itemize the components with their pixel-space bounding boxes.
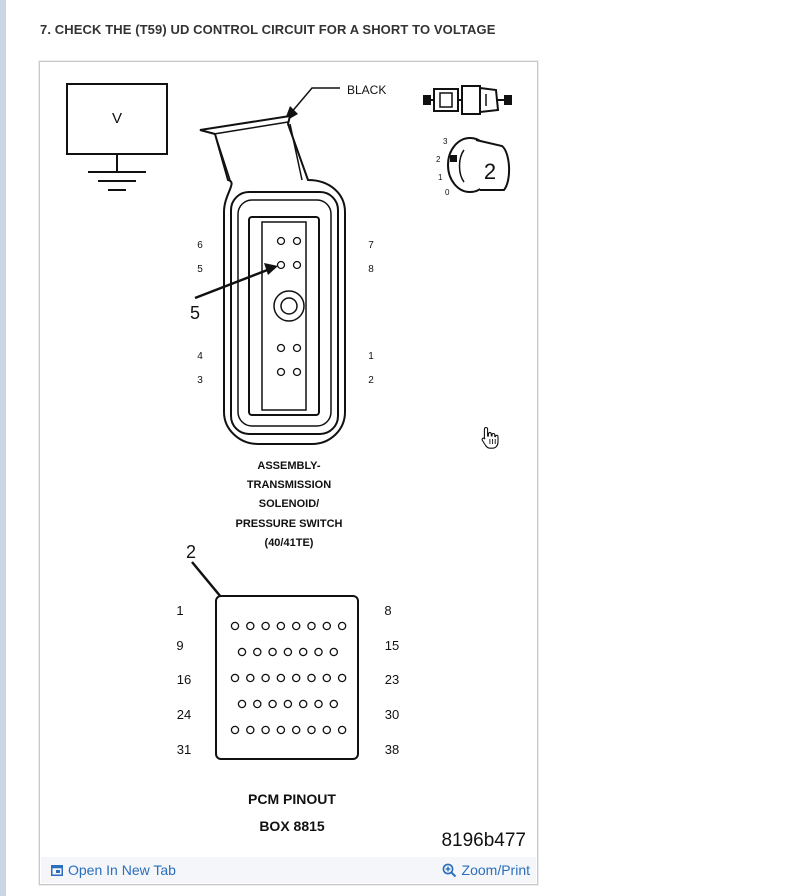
- connector-name: TRANSMISSION: [247, 479, 331, 491]
- hand-cursor-icon: [481, 426, 499, 449]
- pcm-row-label: 15: [385, 638, 399, 653]
- open-tab-icon: [51, 864, 63, 876]
- pin-callout: 5: [190, 303, 200, 323]
- connector-name: SOLENOID/: [259, 498, 320, 510]
- pin-label: 7: [368, 240, 374, 251]
- pcm-pin: [291, 725, 301, 735]
- connector-icon: [423, 85, 512, 115]
- pcm-pin: [307, 621, 316, 631]
- pin-label: 1: [368, 351, 374, 362]
- pcm-pin: [268, 699, 277, 709]
- pcm-pin: [322, 673, 332, 683]
- switch-position-label: 3: [443, 137, 448, 146]
- pcm-row-label: 23: [385, 672, 399, 687]
- pcm-pin: [230, 725, 240, 735]
- pin-callout-arrow: [194, 263, 278, 300]
- step-title: 7. CHECK THE (T59) UD CONTROL CIRCUIT FO…: [40, 22, 496, 37]
- pcm-pin: [291, 621, 301, 631]
- zoom-icon: [442, 863, 456, 877]
- pcm-row-label: 38: [385, 742, 399, 757]
- pcm-pin: [337, 621, 347, 631]
- pcm-pin: [237, 647, 247, 657]
- zoom-print-label: Zoom/Print: [461, 862, 530, 878]
- pcm-pin: [246, 725, 255, 735]
- switch-position-label: 2: [436, 155, 441, 164]
- wiring-diagram: V BLACK 3 2 1 0 2: [66, 83, 526, 851]
- figure-id: 8196b477: [441, 830, 526, 851]
- pin-label: 5: [197, 264, 203, 275]
- pcm-pin: [283, 699, 293, 709]
- pcm-pin: [329, 647, 339, 657]
- figure-footer: Open In New Tab Zoom/Print: [41, 857, 536, 883]
- pcm-row-label: 9: [176, 638, 183, 653]
- pcm-pin: [253, 699, 262, 709]
- pcm-pin: [314, 699, 323, 709]
- pcm-pin: [291, 673, 301, 683]
- pcm-row-label: 8: [384, 603, 391, 618]
- pcm-pin: [314, 647, 323, 657]
- pcm-title: PCM PINOUT: [248, 791, 336, 807]
- pcm-row-label: 24: [177, 707, 191, 722]
- pcm-pin: [283, 647, 293, 657]
- pcm-pin: [307, 725, 316, 735]
- switch-position-label: 1: [438, 173, 443, 182]
- voltmeter-symbol: [66, 83, 168, 191]
- wire-arrow: [284, 87, 340, 122]
- pin-label: 6: [197, 240, 203, 251]
- pin-label: 3: [197, 375, 203, 386]
- connector-name: ASSEMBLY-: [257, 460, 321, 472]
- wire-color-label: BLACK: [347, 83, 386, 97]
- pcm-pin: [237, 699, 247, 709]
- pcm-pin: [246, 621, 255, 631]
- diagram-figure: V BLACK 3 2 1 0 2: [39, 61, 538, 885]
- pcm-pin: [268, 647, 277, 657]
- solenoid-connector: [199, 114, 346, 445]
- selector-switch-icon: [447, 137, 510, 193]
- pcm-pin: [322, 621, 332, 631]
- pcm-pin: [261, 673, 270, 683]
- pcm-row-label: 16: [177, 672, 191, 687]
- pcm-pin: [230, 621, 240, 631]
- pcm-pin: [230, 673, 240, 683]
- pin-label: 8: [368, 264, 374, 275]
- connector-name: PRESSURE SWITCH: [236, 518, 343, 530]
- pcm-pin: [329, 699, 339, 709]
- pcm-pin: [337, 725, 347, 735]
- pcm-pin: [276, 725, 286, 735]
- pcm-pin: [337, 673, 347, 683]
- pcm-row-label: 30: [385, 707, 399, 722]
- pcm-pin: [307, 673, 316, 683]
- pin-label: 4: [197, 351, 203, 362]
- pcm-pin-grid: [230, 621, 347, 735]
- pcm-row-label: 31: [177, 742, 191, 757]
- pcm-pin: [276, 621, 286, 631]
- pcm-pin: [322, 725, 332, 735]
- pcm-row-label: 1: [176, 603, 183, 618]
- pcm-pin: [298, 699, 308, 709]
- pcm-pin: [276, 673, 286, 683]
- pcm-callout: 2: [186, 542, 196, 562]
- pcm-pin: [261, 621, 270, 631]
- pcm-pin: [298, 647, 308, 657]
- window-edge: [0, 0, 6, 896]
- pcm-subtitle: BOX 8815: [259, 818, 325, 834]
- pin-label: 2: [368, 375, 374, 386]
- pcm-connector: [215, 595, 359, 760]
- switch-position-label: 0: [445, 188, 450, 197]
- pcm-pin: [246, 673, 255, 683]
- switch-callout: 2: [484, 159, 496, 184]
- connector-name: (40/41TE): [265, 537, 314, 549]
- meter-label: V: [112, 110, 122, 127]
- pcm-pin: [253, 647, 262, 657]
- open-new-tab-label: Open In New Tab: [68, 862, 176, 878]
- open-new-tab-link[interactable]: Open In New Tab: [51, 862, 176, 878]
- zoom-print-link[interactable]: Zoom/Print: [442, 862, 530, 878]
- pcm-pin: [261, 725, 270, 735]
